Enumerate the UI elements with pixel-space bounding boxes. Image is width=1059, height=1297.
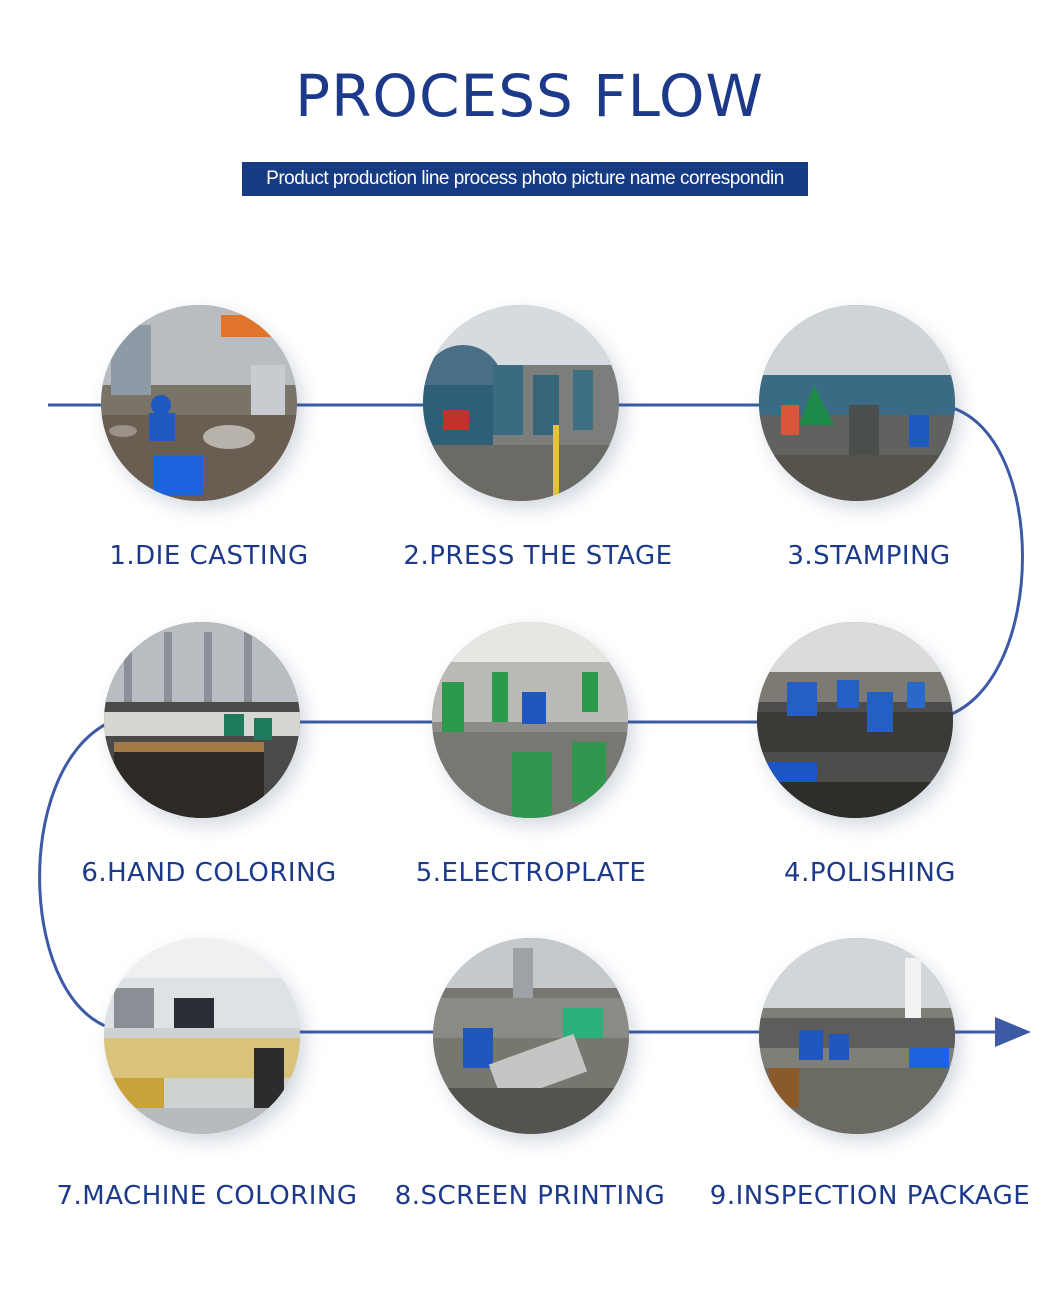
subtitle-banner: Product production line process photo pi… [242,162,808,196]
step-3-label: 3.STAMPING [787,541,951,571]
step-6-photo [104,622,300,818]
page-title: PROCESS FLOW [295,62,764,130]
step-2-label: 2.PRESS THE STAGE [403,541,673,571]
step-6-label: 6.HAND COLORING [81,858,337,888]
step-8-photo [433,938,629,1134]
step-4-photo [757,622,953,818]
step-7-label: 7.MACHINE COLORING [56,1181,358,1211]
step-9-label: 9.INSPECTION PACKAGE [709,1181,1031,1211]
step-5-label: 5.ELECTROPLATE [415,858,647,888]
step-1-photo [101,305,297,501]
step-1-label: 1.DIE CASTING [109,541,309,571]
step-3-photo [759,305,955,501]
step-4-label: 4.POLISHING [784,858,956,888]
step-5-photo [432,622,628,818]
step-8-label: 8.SCREEN PRINTING [394,1181,666,1211]
step-2-photo [423,305,619,501]
step-9-photo [759,938,955,1134]
step-7-photo [104,938,300,1134]
